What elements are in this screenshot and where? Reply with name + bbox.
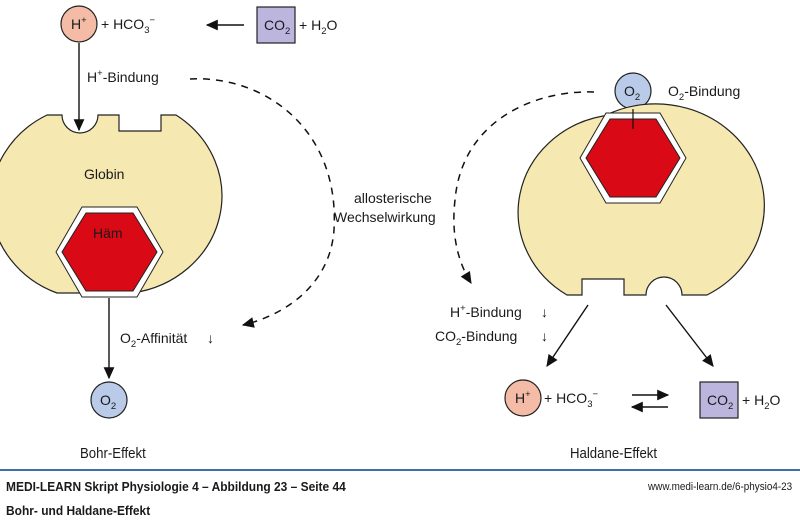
heme-hexagon-left [61,212,158,292]
oxygen-label: O2 [100,392,116,412]
heme-label: Häm [93,225,123,241]
oxygen-node-bottom: O2 [90,381,128,419]
proton-binding-label: H+-Bindung [87,68,159,85]
oxygen-circle [90,381,128,419]
proton-label: H+ [515,389,531,406]
proton-circle [504,379,542,417]
oxygen-label: O2 [624,83,640,103]
allosteric-arc-right [453,91,595,285]
h-binding-label: H+-Bindung [450,303,522,320]
co2-box [699,381,739,419]
co2-box [256,6,296,44]
oxygen-node-top: O2 [614,72,652,110]
footer-divider [0,469,800,471]
h-binding-decrease-icon: ↓ [541,304,548,320]
allosteric-label-line1: allosterische [354,190,432,206]
proton-label: H+ [71,15,87,32]
bicarbonate-label: + HCO3− [101,15,155,36]
co2-node-bottom: CO2 + H2O [699,381,780,419]
bohr-haldane-diagram: H+ + HCO3− CO2 + H2O H+-Bindung Globin H… [0,5,780,419]
allosteric-label-line2: Wechselwirkung [334,209,436,225]
co2-binding-label: CO2-Bindung [435,328,517,348]
haldane-effect-group: O2 O2-Bindung H+-Bindung ↓ CO2-Bindung ↓… [435,72,780,419]
heme-hexagon-right [585,118,681,198]
haldane-effect-caption: Haldane-Effekt [570,445,658,462]
proton-node-top: H+ + HCO3− [60,5,155,43]
bicarbonate-label: + HCO3− [544,389,598,410]
globin-label: Globin [84,166,124,182]
o2-affinity-decrease-icon: ↓ [207,330,214,346]
bohr-effect-group: H+ + HCO3− CO2 + H2O H+-Bindung Globin H… [0,5,337,419]
co2-node-top: CO2 + H2O [256,6,337,44]
footer-title: MEDI-LEARN Skript Physiologie 4 – Abbild… [6,479,346,494]
proton-release-arrow [546,304,589,367]
water-label: + H2O [742,392,780,412]
o2-affinity-label: O2-Affinität [120,330,187,350]
allosteric-arc-left [189,78,335,328]
water-label: + H2O [299,17,337,37]
co2-binding-decrease-icon: ↓ [541,328,548,344]
proton-circle [60,5,98,43]
co2-release-arrow [665,304,714,367]
globin-body-left [0,114,223,294]
equilibrium-arrows [630,389,670,413]
co2-label: CO2 [264,17,290,37]
footer-url[interactable]: www.medi-learn.de/6-physio4-23 [647,481,792,493]
footer-subtitle: Bohr- und Haldane-Effekt [6,503,151,518]
co2-label: CO2 [707,392,733,412]
o2-binding-label: O2-Bindung [668,83,740,103]
bohr-effect-caption: Bohr-Effekt [80,445,146,462]
proton-node-bottom: H+ + HCO3− [504,379,598,417]
